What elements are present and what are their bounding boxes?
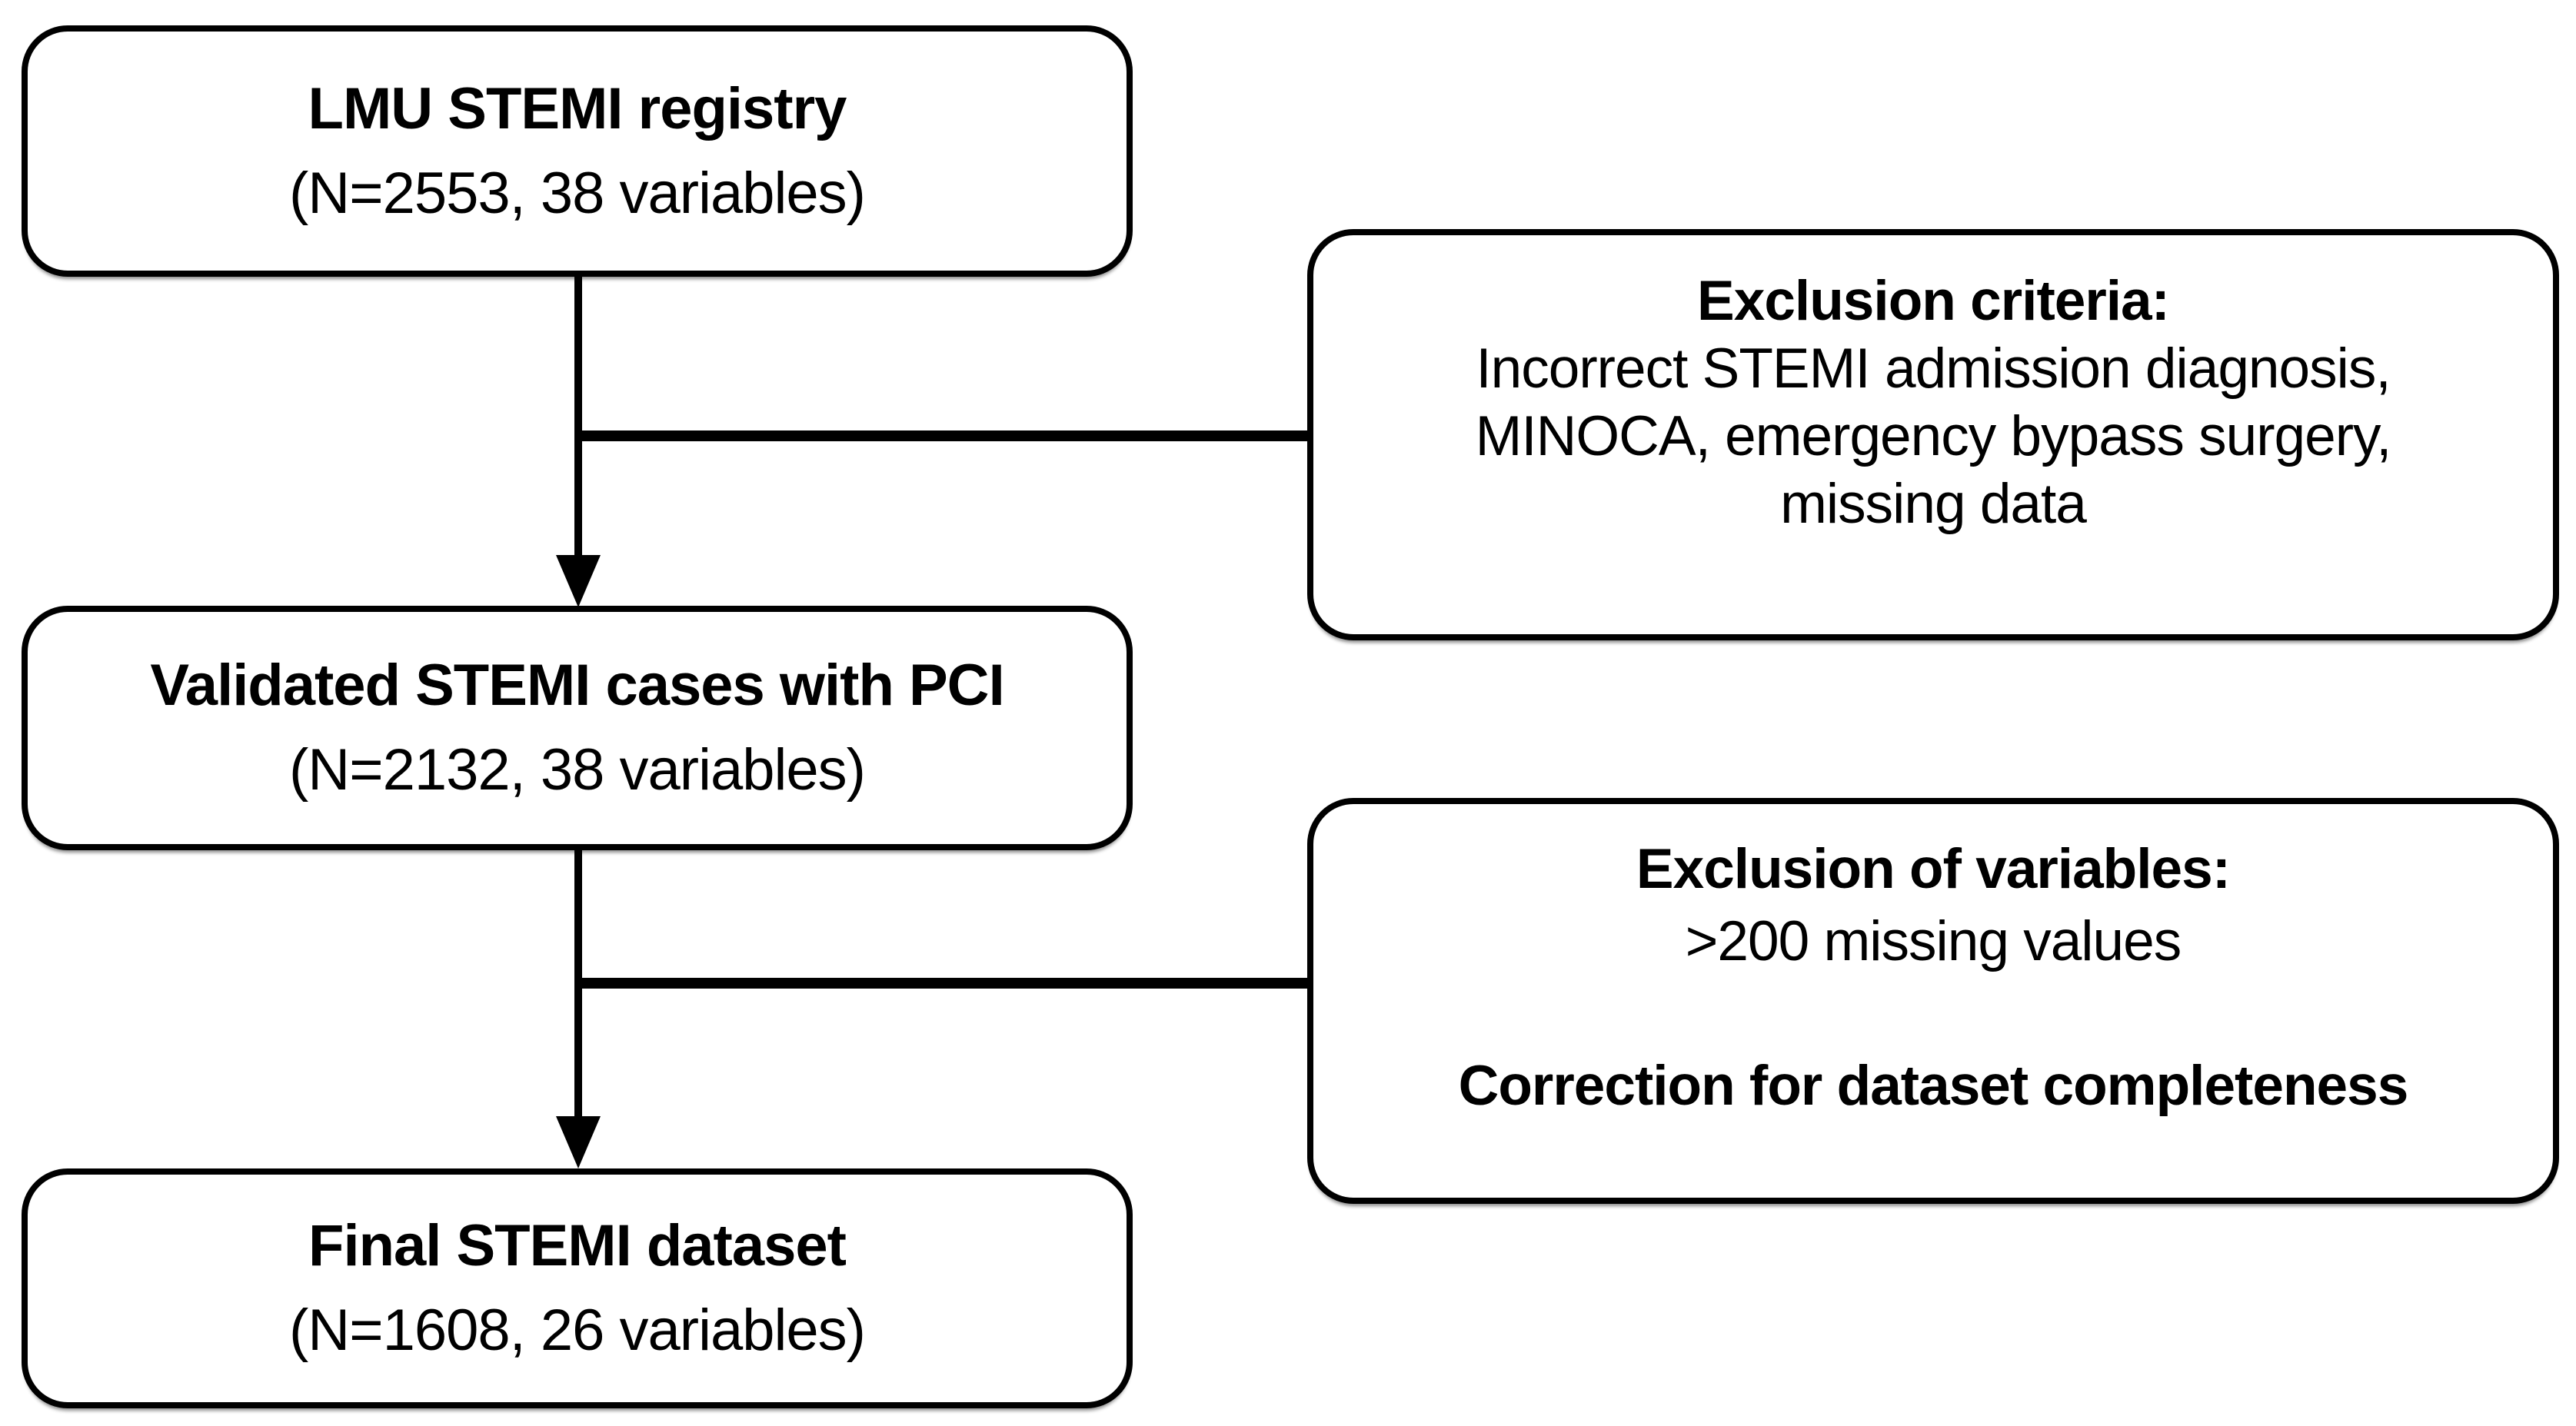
box-text-line: missing data xyxy=(1780,473,2087,535)
arrow-down-icon xyxy=(556,555,601,607)
box-footer-line: Correction for dataset completeness xyxy=(1458,1055,2409,1117)
box-title: LMU STEMI registry xyxy=(308,75,847,141)
arrow-down-icon xyxy=(556,1116,601,1168)
flow-box-validated-cases: Validated STEMI cases with PCI (N=2132, … xyxy=(22,606,1133,850)
side-box-exclusion-criteria: Exclusion criteria: Incorrect STEMI admi… xyxy=(1307,229,2559,640)
connector-horizontal-2 xyxy=(574,978,1307,989)
box-subtitle: (N=2553, 38 variables) xyxy=(289,160,866,226)
connector-horizontal-1 xyxy=(574,430,1307,441)
box-text-line: MINOCA, emergency bypass surgery, xyxy=(1475,405,2392,467)
box-text-line: >200 missing values xyxy=(1685,910,2182,972)
box-text-line: Incorrect STEMI admission diagnosis, xyxy=(1476,337,2391,400)
flow-box-registry: LMU STEMI registry (N=2553, 38 variables… xyxy=(22,25,1133,277)
box-title: Exclusion criteria: xyxy=(1697,270,2170,332)
box-title: Final STEMI dataset xyxy=(308,1213,847,1278)
flow-box-final-dataset: Final STEMI dataset (N=1608, 26 variable… xyxy=(22,1168,1133,1408)
connector-vertical-1 xyxy=(574,277,582,557)
box-title: Exclusion of variables: xyxy=(1636,838,2231,900)
side-box-exclusion-variables: Exclusion of variables: >200 missing val… xyxy=(1307,798,2559,1204)
box-subtitle: (N=2132, 38 variables) xyxy=(289,737,866,803)
blank-line-spacer xyxy=(1313,978,2553,1050)
box-title: Validated STEMI cases with PCI xyxy=(150,653,1004,718)
box-subtitle: (N=1608, 26 variables) xyxy=(289,1298,866,1363)
